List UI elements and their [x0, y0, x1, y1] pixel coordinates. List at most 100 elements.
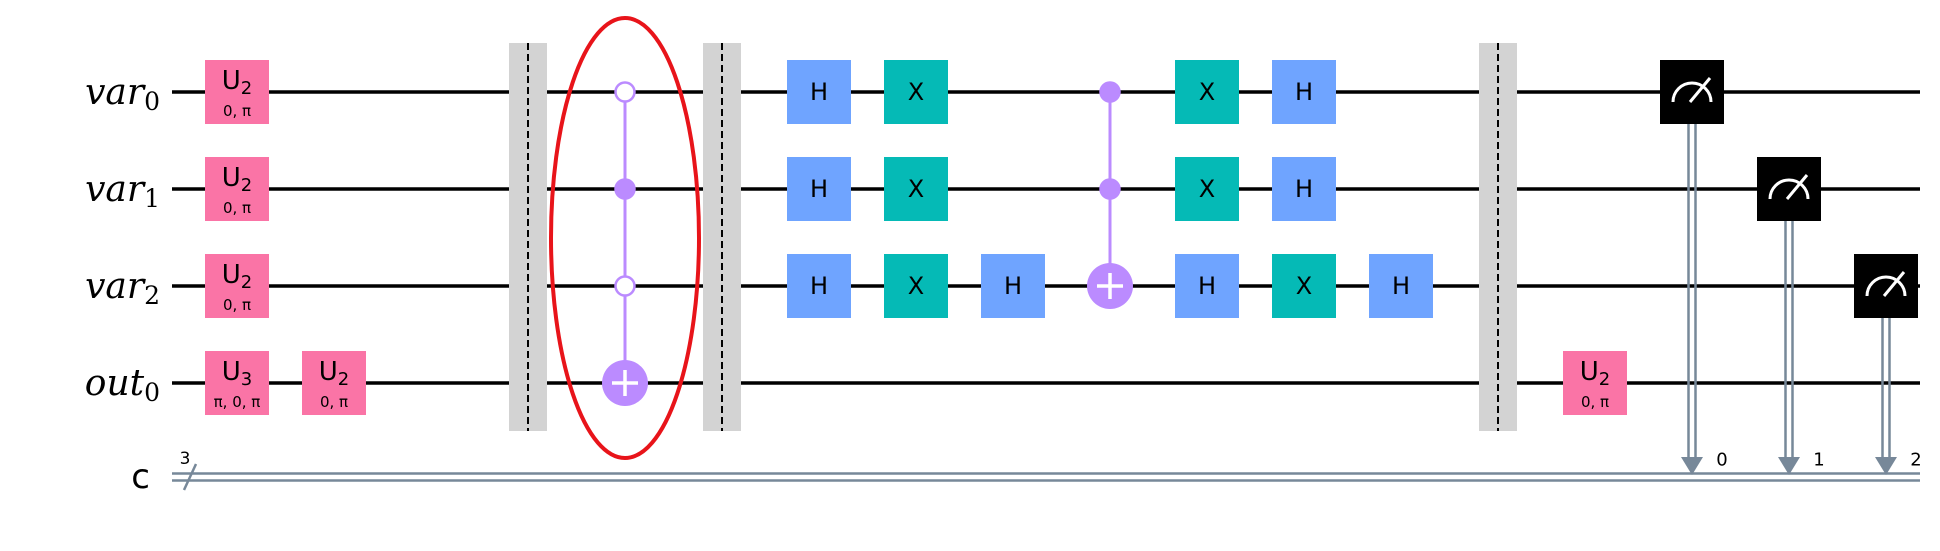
measure-arrowhead: [1681, 457, 1703, 475]
h-gate-6: H: [787, 157, 851, 221]
gate-box: [302, 351, 366, 415]
h-gate-5: H: [787, 60, 851, 124]
gate-name: U3: [222, 357, 252, 390]
gate-label: H: [1198, 272, 1216, 300]
x-gate-8: X: [884, 60, 948, 124]
meter-icon: [1671, 81, 1713, 103]
meter-icon: [1768, 178, 1810, 200]
gate-box: [787, 60, 851, 124]
gate-name: U2: [222, 66, 252, 99]
gate-params: 0, π: [1581, 393, 1609, 411]
clbit-index-label: 2: [1910, 450, 1921, 471]
gate-box: [1175, 254, 1239, 318]
gate-name-subscript: 2: [1599, 369, 1610, 390]
gate-box: [1272, 157, 1336, 221]
gate-label: H: [810, 272, 828, 300]
measurement-2: 2: [1854, 254, 1922, 475]
gate-name-subscript: 2: [338, 369, 349, 390]
gate-label: H: [1004, 272, 1022, 300]
gate-name: U2: [222, 260, 252, 293]
gate-name-base: U: [222, 357, 241, 387]
u-gate-19: U2 0, π: [1563, 351, 1627, 415]
meter-box: [1660, 60, 1724, 124]
qubit-label-base: var: [85, 72, 146, 113]
qubit-label-1: var1: [85, 169, 160, 213]
u-gate-4: U2 0, π: [302, 351, 366, 415]
qubit-label-subscript: 0: [144, 378, 160, 407]
measure-arrowhead: [1875, 457, 1897, 475]
h-gate-15: H: [1272, 60, 1336, 124]
meter-box: [1854, 254, 1918, 318]
multi-controlled-x-0: [602, 81, 648, 406]
gate-label: H: [1295, 78, 1313, 106]
control-dot: [614, 178, 636, 200]
u-gate-1: U20, π: [205, 157, 269, 221]
gate-label: X: [1296, 272, 1312, 300]
x-gate-17: X: [1272, 254, 1336, 318]
gate-name-subscript: 3: [241, 369, 252, 390]
clbit-index-label: 0: [1716, 450, 1727, 471]
annotation-layer: [549, 16, 701, 460]
gate-label: X: [908, 78, 924, 106]
multi-controlled-x-1: [1087, 81, 1133, 309]
gate-box: [205, 254, 269, 318]
meter-needle: [1882, 271, 1906, 297]
gate-box: [1369, 254, 1433, 318]
gate-box: [884, 60, 948, 124]
gate-box: [205, 157, 269, 221]
gate-box: [981, 254, 1045, 318]
gate-params: 0, π: [320, 393, 348, 411]
measure-arrowhead: [1778, 457, 1800, 475]
x-gate-10: X: [884, 254, 948, 318]
qubit-label-base: out: [85, 363, 145, 404]
gate-name-base: U: [222, 66, 241, 96]
open-control-dot: [614, 81, 636, 103]
gate-params: π, 0, π: [214, 393, 261, 411]
gate-name: U2: [319, 357, 349, 390]
gate-name-subscript: 2: [241, 78, 252, 99]
h-gate-14: H: [1175, 254, 1239, 318]
gate-params: 0, π: [223, 102, 251, 120]
control-dot: [1099, 178, 1121, 200]
gate-label: H: [1392, 272, 1410, 300]
gate-name-base: U: [319, 357, 338, 387]
qubit-label-3: out0: [85, 363, 160, 407]
barrier-layer: [509, 43, 1517, 431]
u-gate-2: U20, π: [205, 254, 269, 318]
qubit-label-subscript: 0: [144, 87, 160, 116]
gate-name: U2: [1580, 357, 1610, 390]
gate-name: U2: [222, 163, 252, 196]
meter-needle: [1688, 77, 1712, 103]
gate-box: [205, 351, 269, 415]
register-size-label: 3: [180, 449, 191, 469]
qubit-label-base: var: [85, 169, 146, 210]
gate-box: [1272, 60, 1336, 124]
u-gate-3: U3 π, 0, π: [205, 351, 269, 415]
gate-box: [884, 157, 948, 221]
open-control-dot: [614, 275, 636, 297]
gate-name-subscript: 2: [241, 272, 252, 293]
circuit-wires: 3: [172, 90, 1920, 491]
gate-label: X: [908, 272, 924, 300]
gate-box: [1175, 157, 1239, 221]
connection-layer: [602, 81, 1133, 406]
qubit-label-subscript: 2: [144, 281, 160, 310]
gate-box: [205, 60, 269, 124]
h-gate-11: H: [981, 254, 1045, 318]
gate-label: X: [908, 175, 924, 203]
gate-name-base: U: [222, 260, 241, 290]
gate-box: [787, 254, 851, 318]
clbit-index-label: 1: [1813, 450, 1824, 471]
h-gate-18: H: [1369, 254, 1433, 318]
gate-label: H: [810, 78, 828, 106]
h-gate-7: H: [787, 254, 851, 318]
qubit-label-0: var0: [85, 72, 160, 116]
gate-name-base: U: [1580, 357, 1599, 387]
x-gate-9: X: [884, 157, 948, 221]
h-gate-16: H: [1272, 157, 1336, 221]
gate-box: [1563, 351, 1627, 415]
gate-name-base: U: [222, 163, 241, 193]
